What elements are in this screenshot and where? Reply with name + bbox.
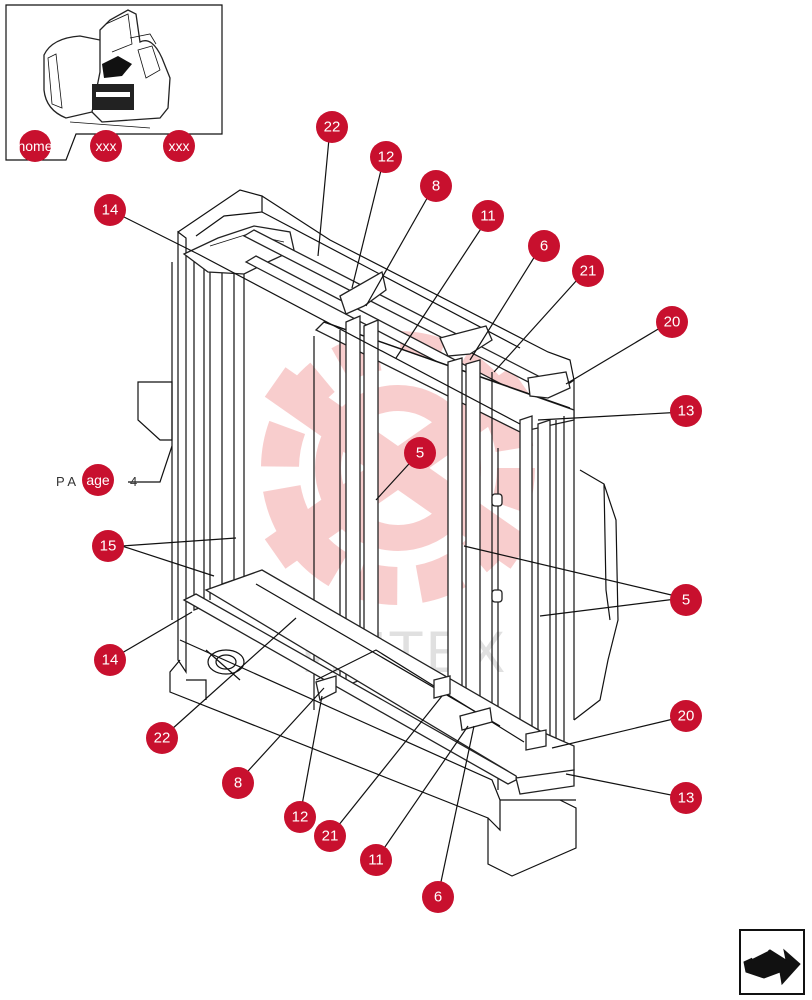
next-button[interactable]: xxx <box>163 130 195 162</box>
callout-5-right[interactable]: 5 <box>670 584 702 616</box>
page-reference-button[interactable]: age <box>82 464 114 496</box>
svg-text:age: age <box>86 472 110 488</box>
callout-12-bottom[interactable]: 12 <box>284 801 316 833</box>
callout-21-top[interactable]: 21 <box>572 255 604 287</box>
svg-text:6: 6 <box>540 238 548 255</box>
svg-text:13: 13 <box>678 790 695 807</box>
svg-text:12: 12 <box>292 809 309 826</box>
svg-text:14: 14 <box>102 202 119 219</box>
callout-8-bottom[interactable]: 8 <box>222 767 254 799</box>
callout-14-top[interactable]: 14 <box>94 194 126 226</box>
svg-text:15: 15 <box>100 538 117 555</box>
home-button[interactable]: home <box>17 130 53 162</box>
svg-text:P A: P A <box>56 474 76 489</box>
callout-13-bottom[interactable]: 13 <box>670 782 702 814</box>
callout-11-top[interactable]: 11 <box>472 200 504 232</box>
svg-text:5: 5 <box>682 592 690 609</box>
callout-6-top[interactable]: 6 <box>528 230 560 262</box>
svg-text:14: 14 <box>102 652 119 669</box>
svg-text:5: 5 <box>416 445 424 462</box>
svg-text:20: 20 <box>664 314 681 331</box>
callout-20-top[interactable]: 20 <box>656 306 688 338</box>
svg-text:6: 6 <box>434 889 442 906</box>
svg-text:8: 8 <box>432 178 440 195</box>
svg-text:21: 21 <box>580 263 597 280</box>
radiator-housing <box>137 189 619 877</box>
svg-text:home: home <box>17 138 52 154</box>
svg-text:21: 21 <box>322 828 339 845</box>
callout-15[interactable]: 15 <box>92 530 124 562</box>
callout-12-top[interactable]: 12 <box>370 141 402 173</box>
svg-text:8: 8 <box>234 775 242 792</box>
page-reference: P A 4 <box>56 474 137 489</box>
callout-13-top[interactable]: 13 <box>670 395 702 427</box>
svg-text:11: 11 <box>368 852 384 869</box>
svg-text:22: 22 <box>324 119 341 136</box>
svg-text:12: 12 <box>378 149 395 166</box>
thumbnail-panel <box>5 4 223 161</box>
callout-11-bottom[interactable]: 11 <box>360 844 392 876</box>
svg-text:20: 20 <box>678 708 695 725</box>
leader-lines <box>109 127 687 897</box>
callout-8-top[interactable]: 8 <box>420 170 452 202</box>
svg-text:13: 13 <box>678 403 695 420</box>
callout-20-bottom[interactable]: 20 <box>670 700 702 732</box>
callout-5-mid[interactable]: 5 <box>404 437 436 469</box>
svg-text:xxx: xxx <box>169 138 190 154</box>
seal-frame <box>182 225 575 795</box>
svg-text:11: 11 <box>480 208 496 225</box>
svg-text:xxx: xxx <box>96 138 117 154</box>
svg-text:22: 22 <box>154 730 171 747</box>
callout-14-bottom[interactable]: 14 <box>94 644 126 676</box>
callout-21-bottom[interactable]: 21 <box>314 820 346 852</box>
next-page-arrow-icon[interactable] <box>739 929 805 995</box>
excavator-thumbnail-icon <box>43 9 171 129</box>
callout-22-bottom[interactable]: 22 <box>146 722 178 754</box>
callout-6-bottom[interactable]: 6 <box>422 881 454 913</box>
callout-22-top[interactable]: 22 <box>316 111 348 143</box>
prev-button[interactable]: xxx <box>90 130 122 162</box>
svg-text:4: 4 <box>130 474 137 489</box>
